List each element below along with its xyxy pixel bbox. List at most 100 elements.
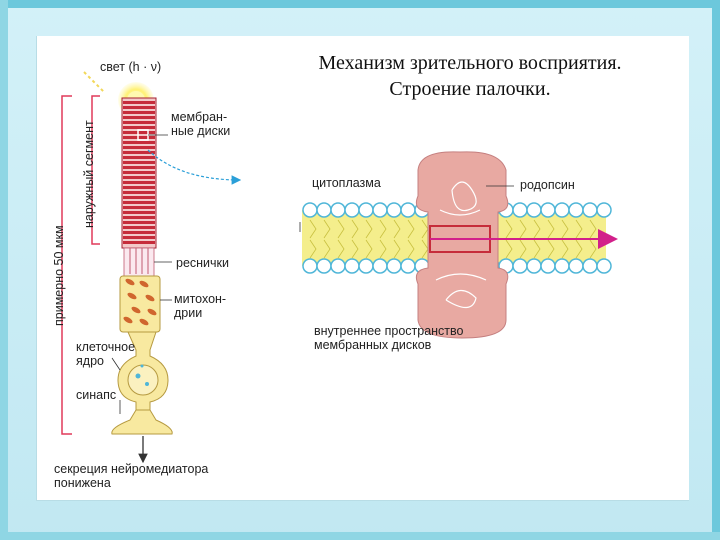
lipid-head-bottom	[526, 258, 542, 274]
lipid-head-bottom	[358, 258, 374, 274]
protein-chain	[435, 181, 487, 309]
disc	[123, 131, 155, 134]
lipid-head-top	[526, 202, 542, 218]
lipid-head-top	[386, 202, 402, 218]
lipid-head-top	[512, 202, 528, 218]
disc	[123, 146, 155, 149]
disc	[123, 111, 155, 114]
lipid-head-top	[316, 202, 332, 218]
secretion-label-1: секреция нейромедиатора	[54, 462, 209, 476]
mitochondrion	[123, 316, 133, 324]
cilia-label: реснички	[176, 256, 230, 270]
rhodopsin-protein	[415, 151, 509, 339]
lipid-head-top	[596, 202, 612, 218]
nucleus-label-2: ядро	[76, 354, 104, 368]
lipid-head-bottom	[302, 258, 318, 274]
mitochondrion	[139, 318, 149, 326]
inner-space-label-1: внутреннее пространство	[314, 324, 464, 338]
disc	[123, 216, 155, 219]
disc	[123, 186, 155, 189]
secretion-label-2: понижена	[54, 476, 111, 490]
disc	[123, 241, 155, 244]
slide-title: Механизм зрительного восприятия. Строени…	[270, 50, 670, 102]
disc	[123, 101, 155, 104]
lipid-head-bottom	[372, 258, 388, 274]
disc	[123, 211, 155, 214]
disc	[123, 126, 155, 129]
lipid-head-bottom	[330, 258, 346, 274]
lipid-head-top	[302, 202, 318, 218]
mitochondrion	[139, 280, 149, 288]
disc	[123, 226, 155, 229]
disc	[123, 156, 155, 159]
mitochondria-label-1: митохон-	[174, 292, 227, 306]
disc	[123, 141, 155, 144]
outer-segment-label: наружный сегмент	[82, 120, 96, 228]
lipid-head-top	[344, 202, 360, 218]
membrane-discs-label-1: мембран-	[171, 110, 228, 124]
lipid-head-top	[400, 202, 416, 218]
lipid-head-bottom	[386, 258, 402, 274]
disc	[123, 221, 155, 224]
mitochondrion	[147, 308, 157, 316]
disc	[123, 151, 155, 154]
frame-right-bar	[712, 0, 720, 540]
lipid-head-bottom	[596, 258, 612, 274]
lipid-head-bottom	[344, 258, 360, 274]
scale-brackets	[61, 95, 100, 435]
title-line-2: Строение палочки.	[389, 78, 551, 100]
frame-left-bar	[0, 0, 8, 540]
frame-top-bar	[0, 0, 720, 8]
disc	[123, 136, 155, 139]
membrane-cross-section	[299, 151, 618, 339]
disc	[123, 166, 155, 169]
lipid-head-top	[358, 202, 374, 218]
mitochondrion	[131, 306, 141, 314]
inner-space-label-2: мембранных дисков	[314, 338, 432, 352]
disc	[123, 176, 155, 179]
lipid-head-bottom	[582, 258, 598, 274]
lipid-head-top	[554, 202, 570, 218]
cell-body	[111, 331, 169, 411]
lipid-head-bottom	[568, 258, 584, 274]
mitochondria	[123, 278, 157, 326]
disc	[123, 181, 155, 184]
disc	[123, 236, 155, 239]
mitochondrion	[127, 292, 137, 300]
lipid-head-top	[540, 202, 556, 218]
disc	[123, 116, 155, 119]
nucleus-label-1: клеточное	[76, 340, 136, 354]
disc	[123, 161, 155, 164]
disc	[123, 121, 155, 124]
disc	[123, 171, 155, 174]
disc	[123, 231, 155, 234]
lipid-head-bottom	[512, 258, 528, 274]
lipid-head-top	[582, 202, 598, 218]
cilia	[123, 247, 172, 277]
synapse-label: синапс	[76, 388, 117, 402]
light-label: свет (h · ν)	[100, 60, 162, 74]
membrane-discs	[123, 101, 155, 244]
outer-segment	[121, 97, 242, 249]
title-line-1: Механизм зрительного восприятия.	[318, 52, 622, 74]
size-label: примерно 50 мкм	[52, 225, 66, 326]
lipid-head-top	[372, 202, 388, 218]
rhodopsin-label: родопсин	[520, 178, 575, 192]
disc	[123, 191, 155, 194]
inner-segment	[119, 275, 172, 333]
lipid-head-bottom	[554, 258, 570, 274]
cytoplasm-label: цитоплазма	[312, 176, 381, 190]
frame-bottom-bar	[0, 532, 720, 540]
lipid-head-bottom	[316, 258, 332, 274]
disc	[123, 196, 155, 199]
mitochondrion	[145, 294, 155, 302]
disc	[123, 201, 155, 204]
disc	[123, 206, 155, 209]
membrane-discs-label-2: ные диски	[171, 124, 231, 138]
mitochondrion	[125, 278, 135, 286]
disc	[123, 106, 155, 109]
mitochondria-label-2: дрии	[174, 306, 203, 320]
synaptic-terminal	[111, 400, 173, 464]
